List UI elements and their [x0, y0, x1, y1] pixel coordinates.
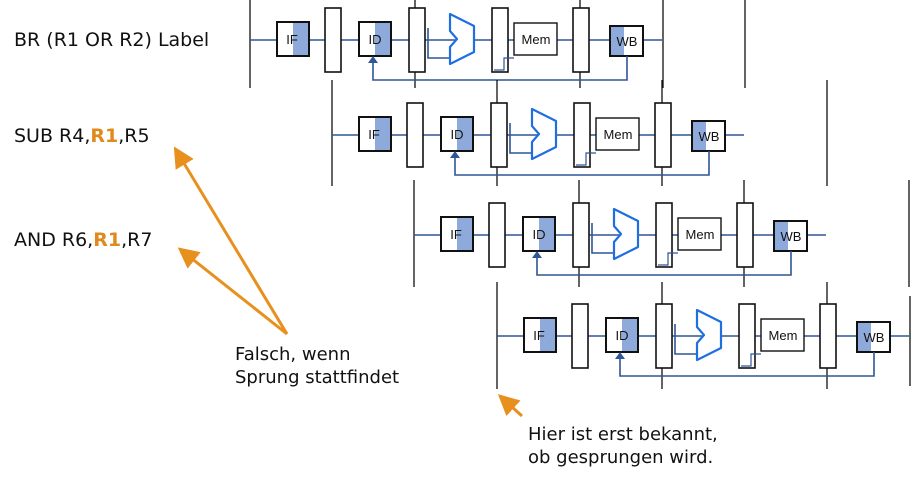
- pipeline-row-3: IF ID Mem WB: [413, 180, 910, 287]
- pipeline-row-2: IF ID Mem WB: [331, 80, 828, 186]
- mem-stage-box: [595, 117, 640, 151]
- id-stage-label: ID: [533, 227, 546, 242]
- alu-shape: [695, 308, 723, 362]
- pipeline-register: [736, 202, 754, 268]
- wb-stage-shade: [775, 222, 788, 250]
- alu-shape: [612, 207, 640, 261]
- arrow-to-and-operand: [177, 247, 288, 336]
- pipeline-register: [655, 202, 673, 268]
- wb-stage-shade: [858, 323, 871, 351]
- alu-input-wire: [674, 324, 697, 355]
- if-stage-shade: [457, 218, 472, 250]
- mem-stage-label: Mem: [686, 227, 715, 242]
- pipeline-register: [573, 102, 591, 168]
- if-stage-shade: [293, 23, 308, 55]
- pipeline-register: [571, 303, 589, 369]
- instruction-br: BR (R1 OR R2) Label: [14, 29, 209, 51]
- pipeline-register: [572, 202, 590, 268]
- id-stage-label: ID: [451, 127, 464, 142]
- mem-forward-wire: [576, 152, 596, 166]
- writeback-feedback-wire: [619, 352, 875, 377]
- note-wrong-if-jump-line2: Sprung stattfindet: [235, 367, 399, 388]
- writeback-feedback-wire: [536, 251, 792, 276]
- alu-input-wire: [591, 223, 614, 254]
- arrow-to-branch-point: [497, 394, 524, 418]
- alu-input-wire: [509, 123, 532, 154]
- feedback-arrowhead: [615, 352, 625, 359]
- pipeline-register: [819, 303, 837, 369]
- pipeline-register: [406, 102, 424, 168]
- id-stage-label: ID: [616, 328, 629, 343]
- feedback-arrowhead: [368, 56, 378, 63]
- if-stage-label: IF: [368, 127, 380, 142]
- mem-stage-label: Mem: [769, 328, 798, 343]
- pipeline-register: [488, 202, 506, 268]
- pipeline-register: [654, 102, 672, 168]
- pipeline-register: [655, 303, 673, 369]
- if-stage-label: IF: [286, 32, 298, 47]
- id-stage-shade: [375, 23, 390, 55]
- mem-stage-box: [760, 318, 805, 352]
- id-stage-label: ID: [369, 32, 382, 47]
- feedback-arrowhead: [450, 151, 460, 158]
- pipeline-register: [408, 7, 426, 73]
- if-stage-label: IF: [450, 227, 462, 242]
- if-stage-shade: [540, 319, 555, 351]
- pipeline-row-4: IF ID Mem WB: [496, 282, 909, 389]
- if-stage-label: IF: [533, 328, 545, 343]
- wb-stage-shade: [693, 122, 706, 150]
- mem-forward-wire: [658, 252, 678, 266]
- mem-stage-label: Mem: [604, 127, 633, 142]
- pipeline-register: [491, 7, 509, 73]
- mem-stage-label: Mem: [522, 32, 551, 47]
- feedback-arrowhead: [532, 251, 542, 258]
- note-branch-known-line1: Hier ist erst bekannt,: [528, 424, 718, 445]
- wb-stage-label: WB: [699, 129, 720, 144]
- mem-forward-wire: [494, 57, 514, 71]
- instruction-sub: SUB R4,R1,R5: [14, 125, 150, 147]
- id-stage-shade: [457, 118, 472, 150]
- mem-stage-box: [513, 22, 558, 56]
- pipeline-register: [738, 303, 756, 369]
- mem-forward-wire: [741, 353, 761, 367]
- wb-stage-label: WB: [617, 34, 638, 49]
- wb-stage-label: WB: [864, 330, 885, 345]
- arrow-to-sub-operand: [173, 146, 289, 335]
- note-wrong-if-jump-line1: Falsch, wenn: [235, 344, 350, 365]
- pipeline-register: [490, 102, 508, 168]
- writeback-feedback-wire: [454, 151, 710, 176]
- mem-stage-box: [677, 217, 722, 251]
- alu-input-wire: [427, 28, 450, 59]
- wb-stage-shade: [611, 27, 624, 55]
- pipeline-register: [572, 7, 590, 73]
- if-stage-shade: [375, 118, 390, 150]
- writeback-feedback-wire: [372, 56, 628, 81]
- instruction-and: AND R6,R1,R7: [14, 229, 152, 251]
- id-stage-shade: [539, 218, 554, 250]
- id-stage-shade: [622, 319, 637, 351]
- pipeline-register: [324, 7, 342, 73]
- alu-shape: [530, 107, 558, 161]
- note-branch-known-line2: ob gesprungen wird.: [528, 447, 713, 468]
- wb-stage-label: WB: [781, 229, 802, 244]
- pipeline-row-1: IF ID Mem WB: [249, 0, 746, 88]
- alu-shape: [448, 12, 476, 66]
